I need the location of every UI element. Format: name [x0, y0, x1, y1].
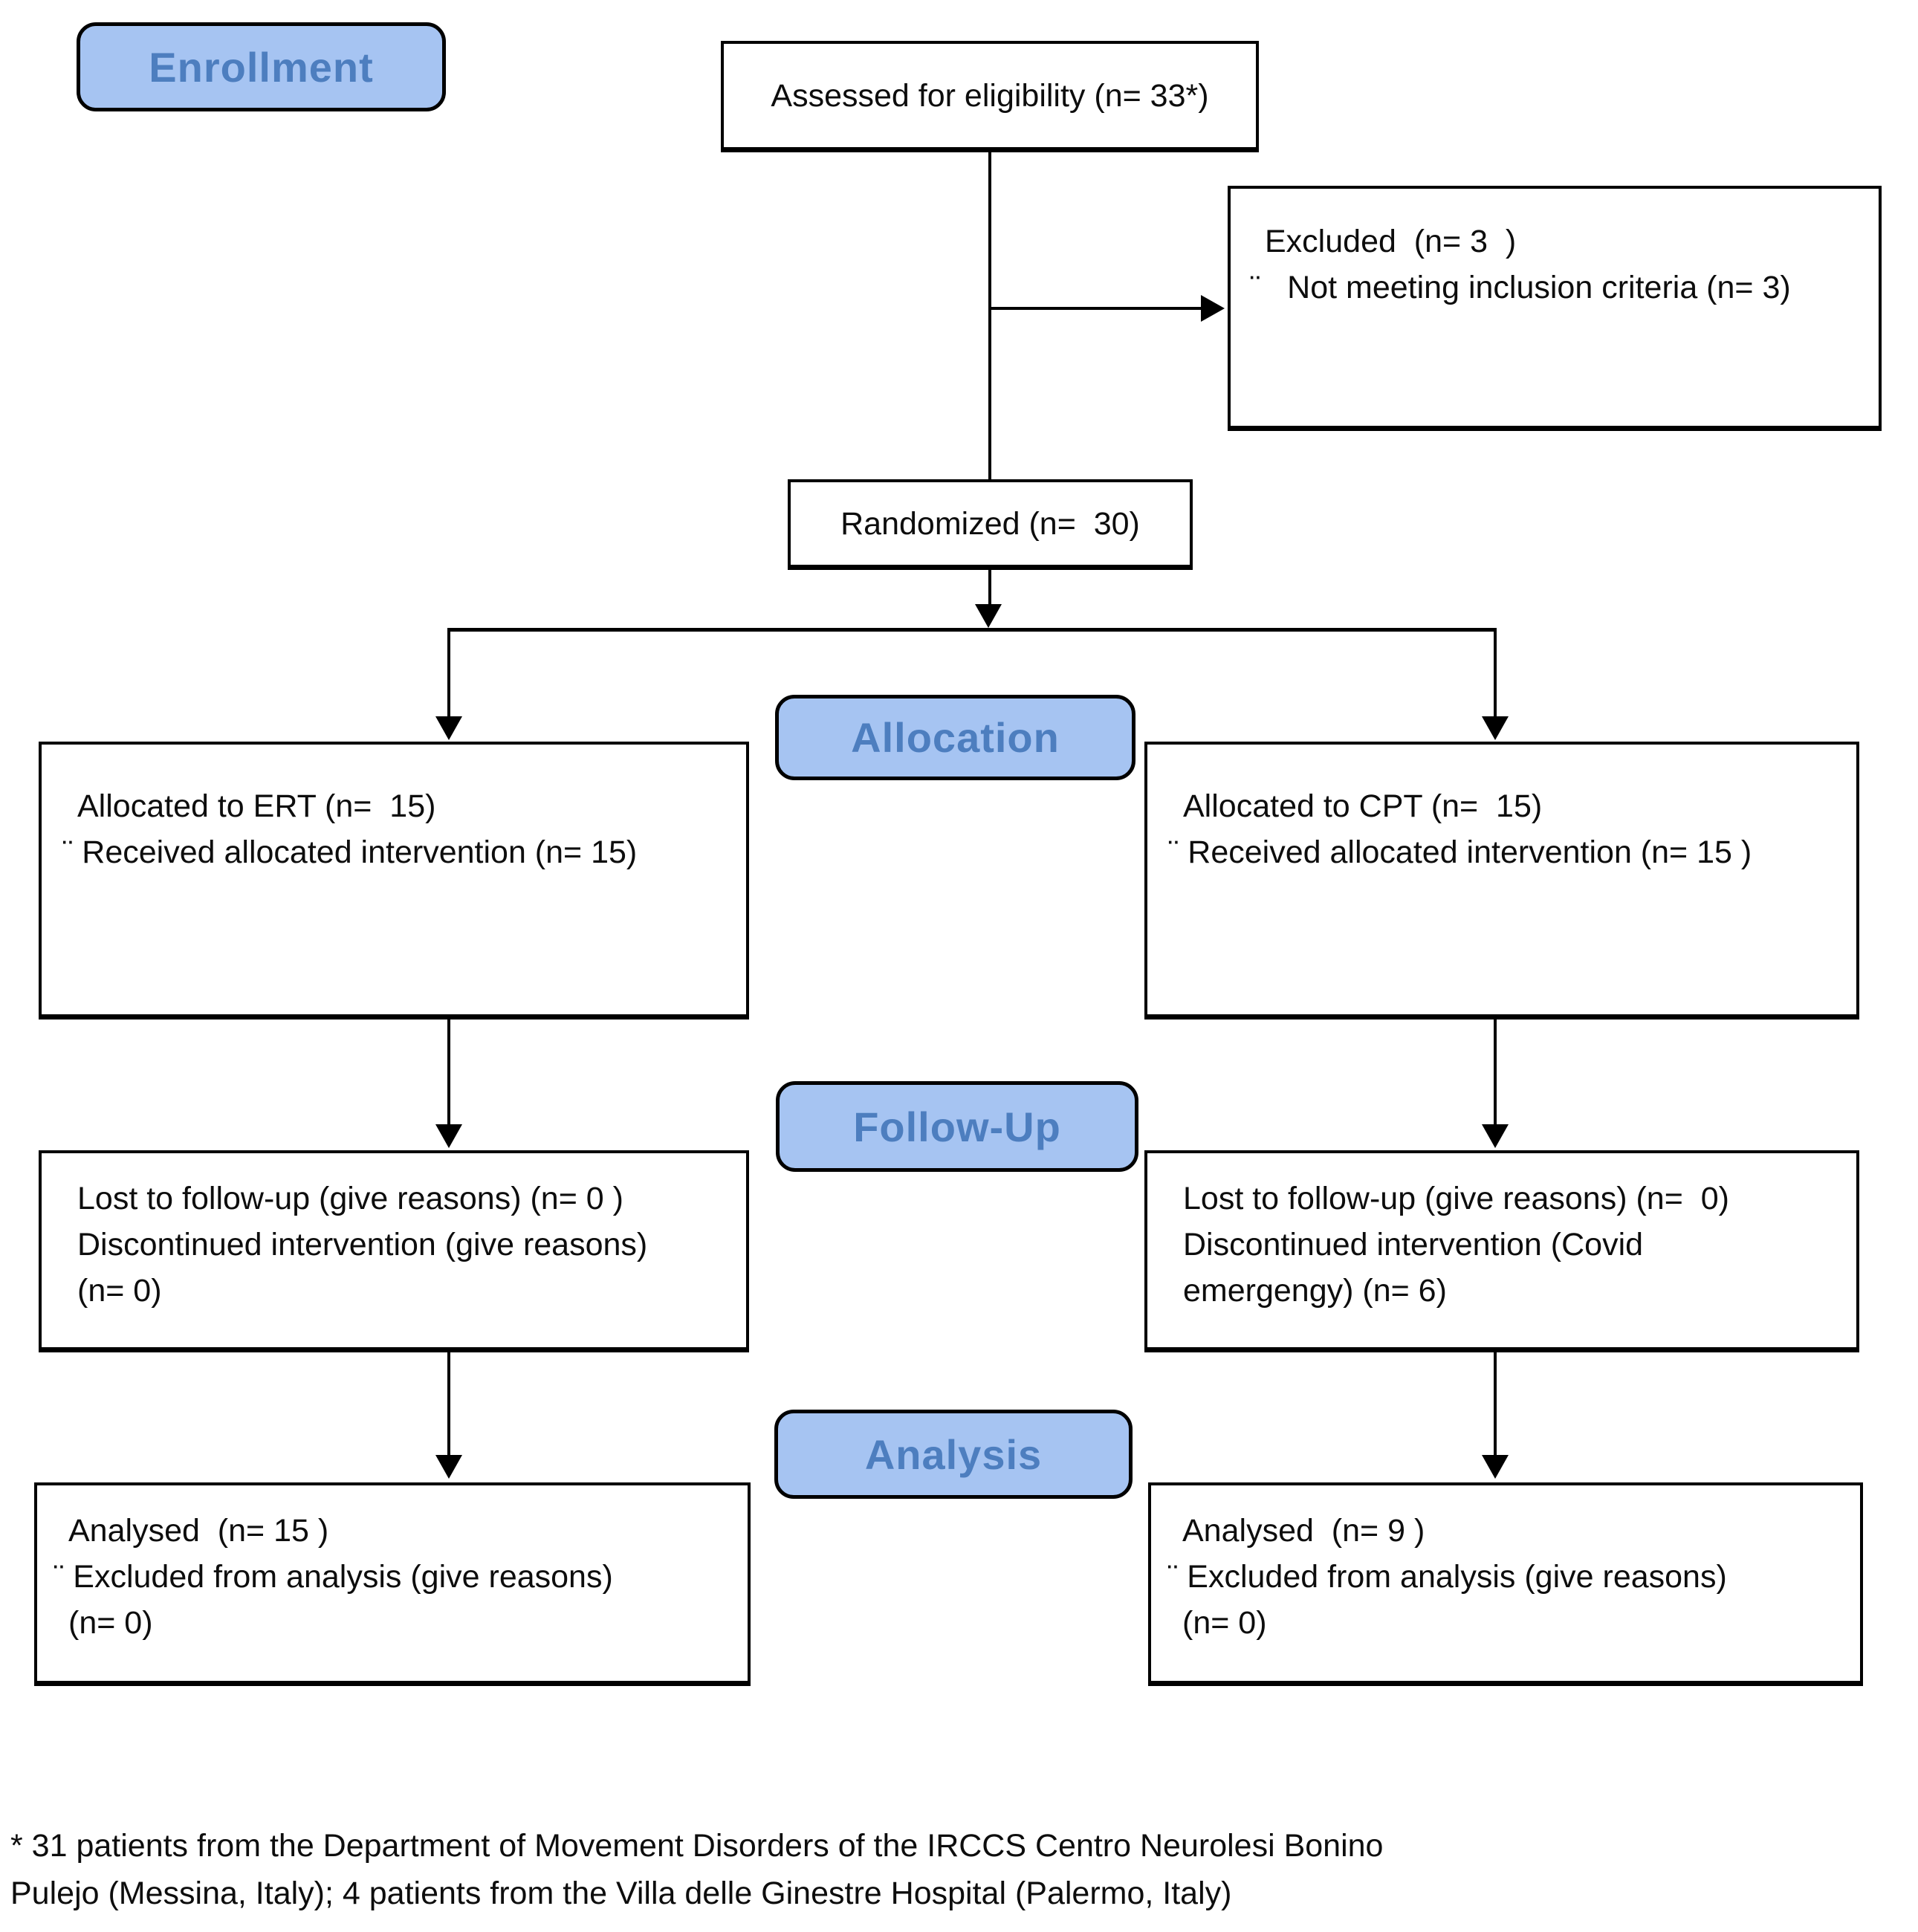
allocated-ert-title: Allocated to ERT (n= 15)	[77, 788, 436, 824]
analysed-ert-box: Analysed (n= 15 ) ¨ Excluded from analys…	[34, 1482, 751, 1686]
analysis-phase-label: Analysis	[864, 1430, 1043, 1478]
connector-alloc-to-followup-right	[1494, 1018, 1497, 1126]
excluded-title: Excluded (n= 3 )	[1265, 224, 1517, 259]
analysed-ert-line3: (n= 0)	[68, 1605, 153, 1641]
connector-assessed-to-randomized	[988, 152, 991, 479]
connector-branch-right	[1494, 630, 1497, 716]
enrollment-phase-label: Enrollment	[149, 43, 374, 91]
followup-cpt-box: Lost to follow-up (give reasons) (n= 0) …	[1144, 1150, 1859, 1352]
connector-followup-to-analysis-left	[447, 1351, 450, 1456]
allocated-cpt-bullet-line: ¨ Received allocated intervention (n= 15…	[1168, 834, 1752, 870]
down-arrowhead-icon	[1482, 1455, 1509, 1479]
followup-ert-box: Lost to follow-up (give reasons) (n= 0 )…	[39, 1150, 749, 1352]
connector-randomized-out	[988, 568, 991, 606]
followup-cpt-line2: Discontinued intervention (Covid	[1183, 1227, 1644, 1262]
allocation-phase-badge: Allocation	[775, 695, 1135, 780]
analysed-cpt-bullet-line: ¨ Excluded from analysis (give reasons)	[1167, 1559, 1727, 1595]
footnote: * 31 patients from the Department of Mov…	[10, 1822, 1383, 1917]
analysed-ert-bullet-line: ¨ Excluded from analysis (give reasons)	[54, 1559, 613, 1595]
down-arrowhead-icon	[1482, 1124, 1509, 1148]
enrollment-phase-badge: Enrollment	[77, 22, 446, 111]
followup-ert-line3: (n= 0)	[77, 1273, 162, 1309]
analysed-cpt-box: Analysed (n= 9 ) ¨ Excluded from analysi…	[1148, 1482, 1863, 1686]
connector-to-excluded	[990, 307, 1202, 310]
excluded-bullet-line: ¨ Not meeting inclusion criteria (n= 3)	[1250, 270, 1791, 305]
down-arrowhead-icon	[975, 604, 1002, 628]
analysed-cpt-line3: (n= 0)	[1182, 1605, 1267, 1641]
analysed-cpt-title: Analysed (n= 9 )	[1182, 1513, 1425, 1549]
allocation-phase-label: Allocation	[851, 714, 1060, 761]
footnote-line2: Pulejo (Messina, Italy); 4 patients from…	[10, 1876, 1232, 1911]
allocated-cpt-title: Allocated to CPT (n= 15)	[1183, 788, 1543, 824]
connector-alloc-to-followup-left	[447, 1018, 450, 1126]
followup-cpt-line1: Lost to follow-up (give reasons) (n= 0)	[1183, 1181, 1729, 1216]
footnote-line1: * 31 patients from the Department of Mov…	[10, 1828, 1384, 1864]
assessed-text: Assessed for eligibility (n= 33*)	[771, 77, 1209, 114]
followup-ert-line2: Discontinued intervention (give reasons)	[77, 1227, 648, 1262]
assessed-box: Assessed for eligibility (n= 33*)	[721, 41, 1259, 152]
analysis-phase-badge: Analysis	[774, 1410, 1133, 1499]
connector-followup-to-analysis-right	[1494, 1351, 1497, 1456]
branch-line	[447, 628, 1497, 632]
randomized-box: Randomized (n= 30)	[788, 479, 1193, 570]
followup-phase-badge: Follow-Up	[776, 1081, 1138, 1172]
connector-branch-left	[447, 630, 450, 716]
allocated-ert-box: Allocated to ERT (n= 15) ¨ Received allo…	[39, 742, 749, 1020]
excluded-box: Excluded (n= 3 ) ¨ Not meeting inclusion…	[1228, 186, 1882, 431]
right-arrowhead-icon	[1201, 295, 1225, 322]
down-arrowhead-icon	[1482, 716, 1509, 740]
randomized-text: Randomized (n= 30)	[840, 505, 1140, 542]
allocated-ert-bullet-line: ¨ Received allocated intervention (n= 15…	[62, 834, 638, 870]
down-arrowhead-icon	[435, 716, 462, 740]
followup-ert-line1: Lost to follow-up (give reasons) (n= 0 )	[77, 1181, 623, 1216]
down-arrowhead-icon	[435, 1455, 462, 1479]
allocated-cpt-box: Allocated to CPT (n= 15) ¨ Received allo…	[1144, 742, 1859, 1020]
followup-cpt-line3: emergengy) (n= 6)	[1183, 1273, 1447, 1309]
analysed-ert-title: Analysed (n= 15 )	[68, 1513, 329, 1549]
followup-phase-label: Follow-Up	[853, 1103, 1061, 1150]
down-arrowhead-icon	[435, 1124, 462, 1148]
